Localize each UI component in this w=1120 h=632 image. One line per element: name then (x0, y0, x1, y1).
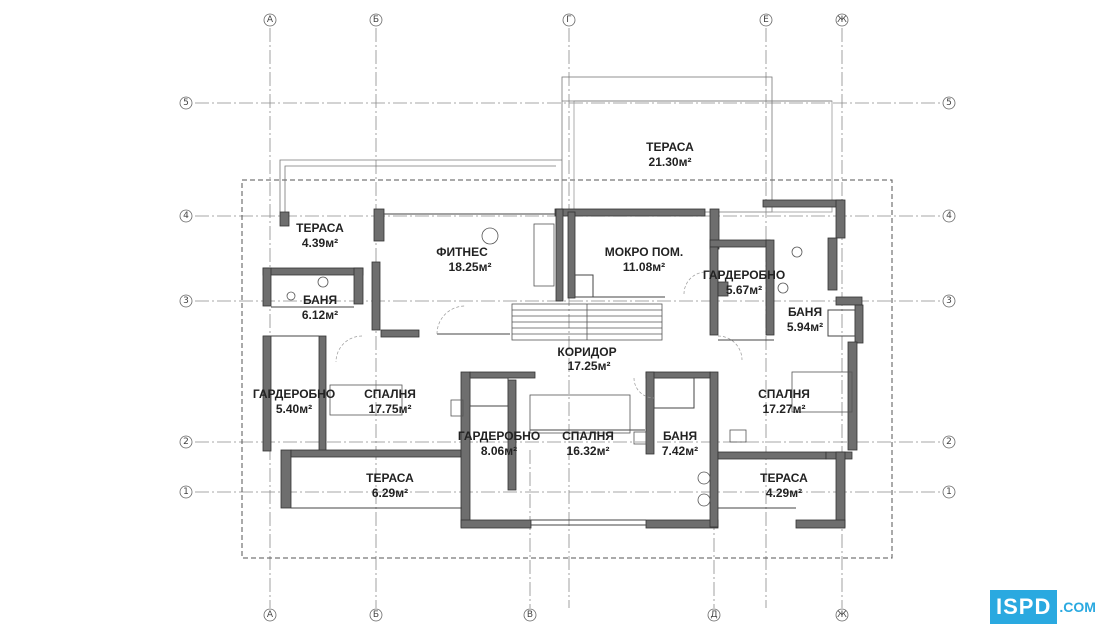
axis-left-label: 3 (183, 296, 189, 306)
axis-bottom-label: Д (710, 610, 717, 620)
logo-domain: .COM (1059, 599, 1096, 615)
axis-right-label: 3 (946, 296, 952, 306)
axis-bubbles (179, 13, 956, 622)
partitions (263, 213, 856, 526)
room-area-garderob-w: 5.40м² (276, 402, 312, 416)
room-name-koridor: КОРИДОР (557, 345, 616, 359)
room-area-banya-e: 5.94м² (787, 320, 823, 334)
room-area-fitness: 18.25м² (449, 260, 492, 274)
axis-right-label: 5 (946, 98, 952, 108)
room-name-fitness: ФИТНЕС (436, 245, 488, 259)
room-name-mokro: МОКРО ПОМ. (605, 245, 683, 259)
room-name-terasa-sw: ТЕРАСА (366, 471, 414, 485)
room-area-spalnya-c: 16.32м² (567, 444, 610, 458)
room-area-garderob-ne: 5.67м² (726, 283, 762, 297)
room-name-spalnya-c: СПАЛНЯ (562, 429, 614, 443)
room-name-spalnya-w: СПАЛНЯ (364, 387, 416, 401)
room-name-banya-c: БАНЯ (663, 429, 697, 443)
axis-left-label: 5 (183, 98, 189, 108)
axis-right-label: 4 (946, 211, 952, 221)
axis-bottom-label: А (267, 610, 274, 620)
room-name-garderob-ne: ГАРДЕРОБНО (703, 268, 785, 282)
room-area-koridor: 17.25м² (568, 359, 611, 373)
room-area-garderob-c: 8.06м² (481, 444, 517, 458)
axis-top-label: Е (763, 15, 769, 25)
room-area-mokro: 11.08м² (623, 260, 665, 274)
axis-labels: А Б Г Е Ж А Б В Д Ж 5 4 3 2 1 5 4 3 2 1 (183, 15, 952, 620)
room-area-terasa-nw: 4.39м² (302, 236, 338, 250)
door-swings (335, 271, 743, 399)
room-labels: ТЕРАСА 21.30м² ТЕРАСА 4.39м² ФИТНЕС 18.2… (253, 140, 823, 500)
logo-mark: ISPD (990, 590, 1058, 624)
axis-bottom-label: Б (373, 610, 379, 620)
top-terrace (279, 76, 833, 213)
room-name-garderob-w: ГАРДЕРОБНО (253, 387, 335, 401)
furniture (286, 223, 853, 507)
room-area-terasa-top: 21.30м² (649, 155, 692, 169)
room-name-spalnya-e: СПАЛНЯ (758, 387, 810, 401)
axis-right-label: 1 (946, 487, 952, 497)
axis-left-label: 4 (183, 211, 189, 221)
room-name-garderob-c: ГАРДЕРОБНО (458, 429, 540, 443)
axis-bottom-label: В (527, 610, 533, 620)
room-name-banya-w: БАНЯ (303, 293, 337, 307)
axis-top-label: Ж (837, 15, 847, 25)
axis-right-label: 2 (946, 437, 952, 447)
axis-top-label: Б (373, 15, 379, 25)
walls (262, 199, 864, 529)
axis-top-label: Г (566, 15, 572, 25)
ispd-logo: ISPD .COM (990, 588, 1116, 626)
axis-top-label: А (267, 15, 274, 25)
room-area-banya-c: 7.42м² (662, 444, 698, 458)
room-name-terasa-se: ТЕРАСА (760, 471, 808, 485)
room-area-terasa-sw: 6.29м² (372, 486, 408, 500)
room-area-terasa-se: 4.29м² (766, 486, 802, 500)
roof-outline (241, 179, 893, 559)
room-area-banya-w: 6.12м² (302, 308, 338, 322)
axis-left-label: 2 (183, 437, 189, 447)
room-area-spalnya-w: 17.75м² (369, 402, 412, 416)
staircase (511, 303, 663, 341)
room-name-terasa-top: ТЕРАСА (646, 140, 694, 154)
room-name-terasa-nw: ТЕРАСА (296, 221, 344, 235)
axis-left-label: 1 (183, 487, 189, 497)
room-name-banya-e: БАНЯ (788, 305, 822, 319)
room-area-spalnya-e: 17.27м² (763, 402, 806, 416)
axis-bottom-label: Ж (837, 610, 847, 620)
